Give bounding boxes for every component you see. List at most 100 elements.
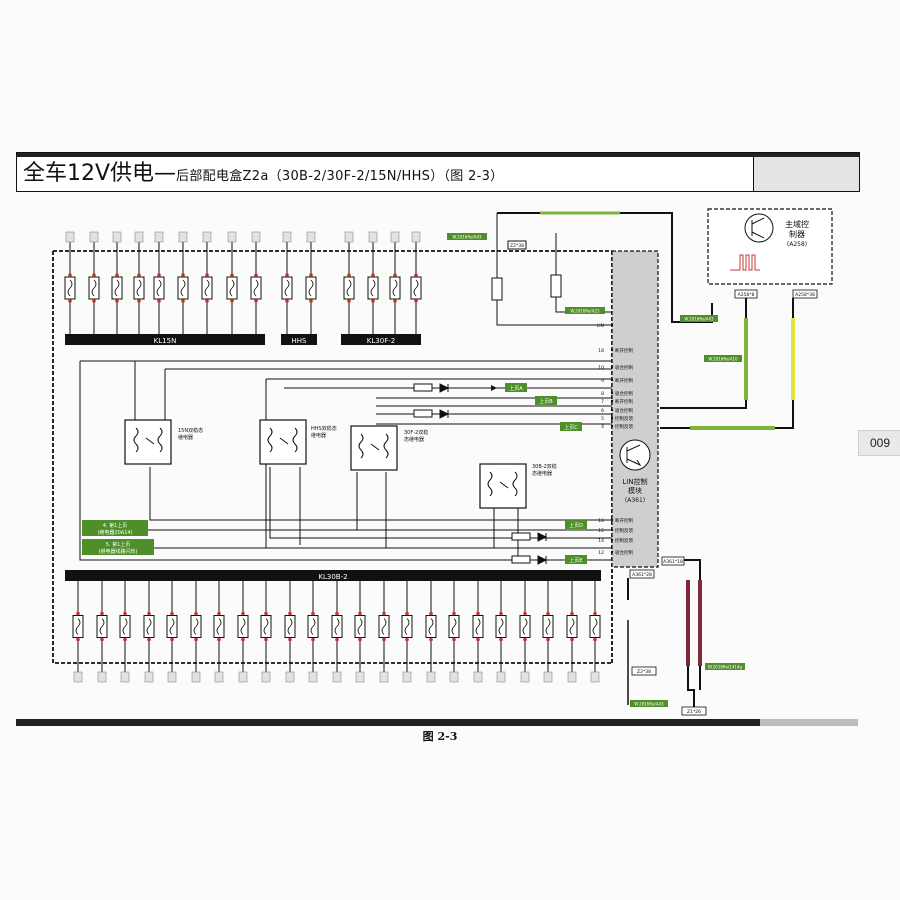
busbar-kl30b2-label: KL30B-2 <box>318 573 347 581</box>
lin-pin-number: 18 <box>598 348 604 354</box>
connector-a258-38: A258*38 <box>795 292 815 298</box>
green-tag-g6 <box>705 663 745 670</box>
lin-pin-label: 断开控制 <box>615 347 633 354</box>
green-tag-g3 <box>680 315 718 322</box>
bottom-fuse <box>331 581 343 683</box>
lin-transistor-icon <box>619 439 651 471</box>
green-tag-g2 <box>565 307 605 314</box>
relay-hhs-label-2: 继电器 <box>311 432 326 439</box>
green-tag-g7 <box>630 700 668 707</box>
wire-top-black <box>497 212 713 323</box>
relay-15n-label-1: 15N双稳态 <box>178 427 203 434</box>
wire-controller-black-1 <box>660 298 747 409</box>
title-dash: — <box>154 161 177 186</box>
busbar-kl15n-label: KL15N <box>154 337 177 345</box>
bottom-fuse <box>237 581 249 683</box>
bottom-fuse <box>166 581 178 683</box>
diode-group <box>413 383 548 565</box>
title-right-box <box>753 157 859 191</box>
arrow-tag-5-text: 上页E <box>569 557 582 564</box>
note-tag-2-line1: 5. 第1上页 <box>106 541 131 548</box>
lin-pin-number: 8 <box>601 391 604 397</box>
connector-z2-38-top: Z2*38 <box>510 243 524 249</box>
top-fuse <box>226 231 238 334</box>
lin-pin-number: 5 <box>601 416 604 422</box>
bottom-fuse <box>401 581 413 683</box>
bottom-fuse <box>378 581 390 683</box>
green-tag-g4 <box>704 355 742 362</box>
top-fuse <box>250 231 262 334</box>
lin-pin-number: 6 <box>601 408 604 414</box>
main-domain-controller: 主域控 制器 (A258) <box>707 208 833 285</box>
relay-30b2-label-1: 30B-2双稳 <box>532 463 557 470</box>
page-title: 全车12V供电—后部配电盒Z2a（30B-2/30F-2/15N/HHS）（图 … <box>23 161 503 190</box>
top-fuse <box>305 231 317 334</box>
diode-2 <box>439 409 450 419</box>
title-main-text: 全车12V供电 <box>23 161 155 186</box>
bottom-fuse <box>307 581 319 683</box>
arrow-tag-4 <box>565 520 587 529</box>
arrow-tag-2 <box>535 396 557 405</box>
relay-30f2-label-2: 态继电器 <box>404 436 424 443</box>
diode-4 <box>537 555 548 565</box>
bottom-fuse <box>143 581 155 683</box>
connector-z1-26: Z1*26 <box>687 709 701 715</box>
note-tag-2 <box>82 539 154 555</box>
bottom-fuse <box>190 581 202 683</box>
lin-module-label-2: 模块 <box>628 486 642 495</box>
lin-pin-number: 14 <box>598 538 604 544</box>
controller-transistor-icon <box>744 213 774 243</box>
bottom-fuse <box>542 581 554 683</box>
connector-z2-38-bottom-box <box>631 666 657 676</box>
arrow-tag-3 <box>560 422 582 431</box>
lin-pin-label: 断开控制 <box>615 398 633 405</box>
green-tag-g3-text: W.2016Ro/A43 <box>684 317 714 322</box>
top-fuse <box>281 231 293 334</box>
arrow-tags: 上页A 上页B 上页C 上页D 上页E 4. 第1上页 (继电器20A14) 5… <box>82 383 587 564</box>
bottom-fuse <box>589 581 601 683</box>
lin-pin-label: 吸合控制 <box>615 390 633 397</box>
lin-pin-label: 吸合控制 <box>615 407 633 414</box>
note-tag-2-line2: (继电器线路闪烁) <box>99 548 138 555</box>
busbar-hhs <box>281 334 317 345</box>
bottom-fuse <box>72 581 84 683</box>
top-fuse <box>177 231 189 334</box>
note-tag-1 <box>82 520 148 536</box>
green-tag-g6-text: W.2016Ro/1414g <box>708 665 743 670</box>
relay-30b2-label-2: 态继电器 <box>532 470 552 477</box>
relay-hhs-label-1: HHS双稳态 <box>311 425 337 432</box>
top-fuse <box>389 231 401 334</box>
arrow-tag-1 <box>505 383 527 392</box>
top-fuse <box>133 231 145 334</box>
lin-pin-label: 吸合控制 <box>615 549 633 556</box>
controller-signal-icon <box>730 254 760 271</box>
connector-a361-28-box <box>629 569 655 579</box>
busbar-kl30f2 <box>341 334 421 345</box>
diode-3 <box>537 532 548 542</box>
bottom-fuse <box>566 581 578 683</box>
green-tag-g1-text: W.2016Ro/A43 <box>452 235 482 240</box>
top-fuse <box>64 231 76 334</box>
bottom-rule-grey <box>760 719 858 726</box>
arrow-tag-1-text: 上页A <box>509 385 523 392</box>
busbar-hhs-label: HHS <box>292 337 308 345</box>
green-tag-g1 <box>447 233 487 240</box>
bottom-fuse <box>284 581 296 683</box>
top-fuse <box>153 231 165 334</box>
connector-a258-38-box <box>792 289 818 299</box>
lin-pin-label: 断开控制 <box>615 517 633 524</box>
bottom-fuse <box>425 581 437 683</box>
bottom-fuse <box>354 581 366 683</box>
relay-15n: 15N双稳态 继电器 <box>124 419 203 465</box>
title-top-rule <box>17 153 859 157</box>
lin-pin-number: LIN <box>597 323 604 329</box>
bottom-fuse <box>96 581 108 683</box>
busbar-kl15n <box>65 334 265 345</box>
wire-controller-black-2 <box>775 298 794 429</box>
bottom-fuse <box>448 581 460 683</box>
note-tag-1-line2: (继电器20A14) <box>97 529 132 536</box>
relay-30f2: 30F-2双稳 态继电器 <box>350 425 428 471</box>
figure-caption: 图 2-3 <box>422 730 458 743</box>
